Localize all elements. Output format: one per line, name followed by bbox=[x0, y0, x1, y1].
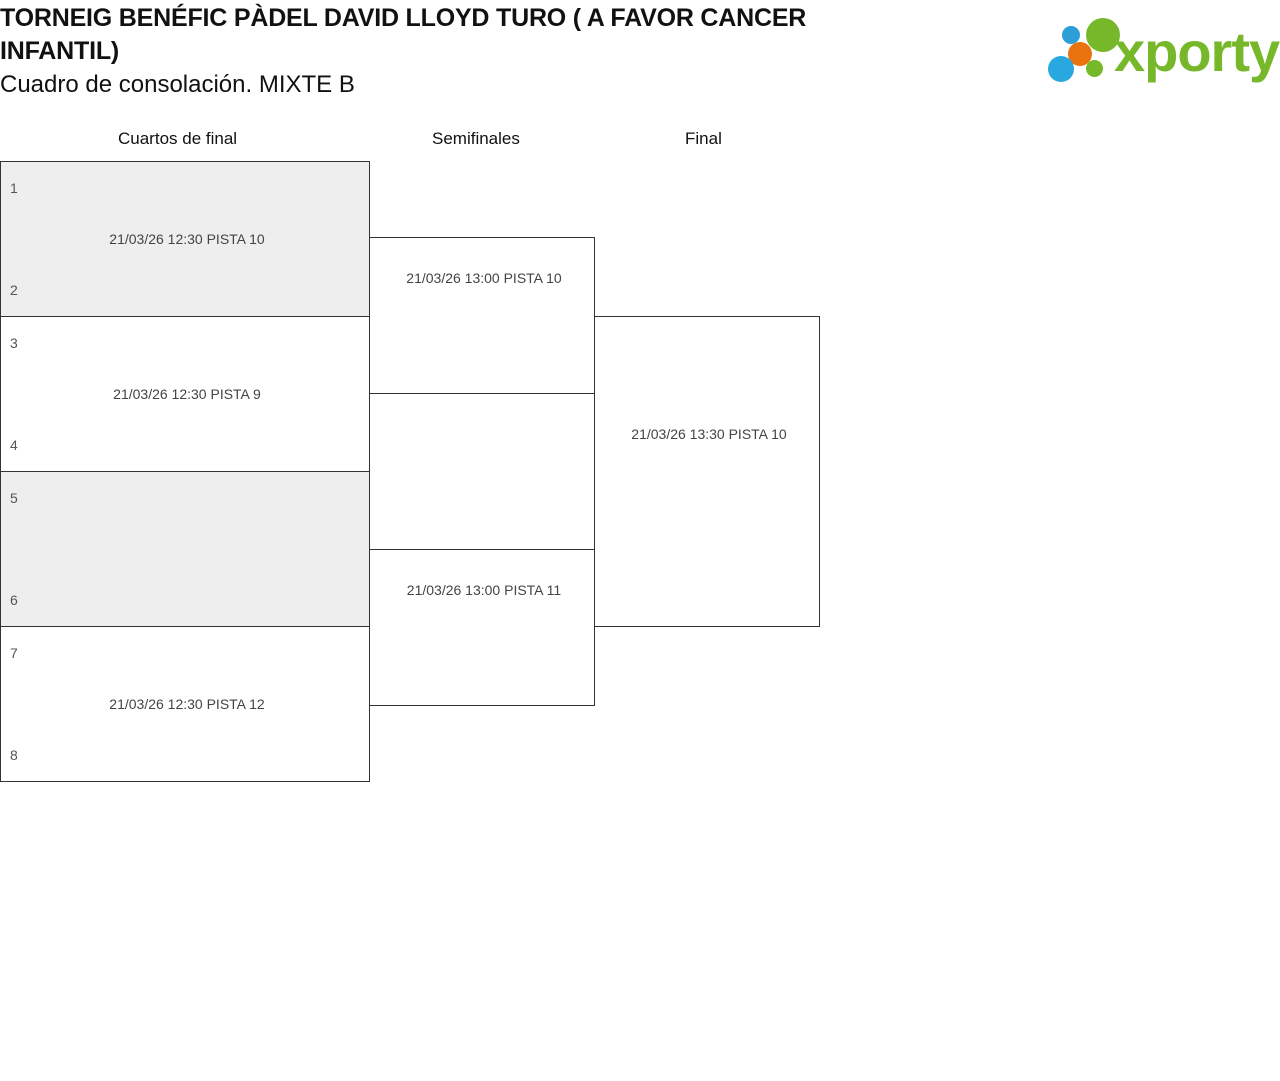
match-schedule: 21/03/26 13:30 PISTA 10 bbox=[631, 426, 787, 442]
match-box-sf-1[interactable]: 21/03/26 13:00 PISTA 10 bbox=[369, 237, 595, 394]
match-schedule: 21/03/26 13:00 PISTA 10 bbox=[406, 270, 562, 286]
seed-label: 1 bbox=[10, 180, 18, 196]
match-box-qf-4[interactable]: 7 8 21/03/26 12:30 PISTA 12 bbox=[0, 626, 370, 782]
tournament-title-line-2: INFANTIL) bbox=[0, 37, 120, 65]
page-header: TORNEIG BENÉFIC PÀDEL DAVID LLOYD TURO (… bbox=[0, 0, 1280, 110]
match-schedule: 21/03/26 13:00 PISTA 11 bbox=[406, 582, 562, 598]
seed-label: 7 bbox=[10, 645, 18, 661]
logo-dot-green-small-icon bbox=[1086, 60, 1103, 77]
seed-label: 3 bbox=[10, 335, 18, 351]
seed-label: 2 bbox=[10, 282, 18, 298]
round-header-quarterfinals: Cuartos de final bbox=[118, 129, 238, 148]
xporty-logo[interactable]: xporty bbox=[1048, 18, 1280, 90]
match-box-qf-2[interactable]: 3 4 21/03/26 12:30 PISTA 9 bbox=[0, 316, 370, 472]
seed-label: 8 bbox=[10, 747, 18, 763]
seed-label: 4 bbox=[10, 437, 18, 453]
match-box-final[interactable]: 21/03/26 13:30 PISTA 10 bbox=[594, 316, 820, 627]
logo-wordmark: xporty bbox=[1114, 20, 1280, 83]
match-schedule: 21/03/26 12:30 PISTA 12 bbox=[109, 696, 265, 712]
match-schedule: 21/03/26 12:30 PISTA 10 bbox=[109, 231, 265, 247]
tournament-subtitle: Cuadro de consolación. MIXTE B bbox=[0, 71, 355, 98]
match-box-qf-1[interactable]: 1 2 21/03/26 12:30 PISTA 10 bbox=[0, 161, 370, 317]
seed-label: 6 bbox=[10, 592, 18, 608]
match-box-qf-3[interactable]: 5 6 bbox=[0, 471, 370, 627]
title-block: TORNEIG BENÉFIC PÀDEL DAVID LLOYD TURO (… bbox=[0, 2, 900, 101]
tournament-title-line-1: TORNEIG BENÉFIC PÀDEL DAVID LLOYD TURO (… bbox=[0, 4, 807, 32]
match-schedule: 21/03/26 12:30 PISTA 9 bbox=[113, 386, 261, 402]
round-header-semifinals: Semifinales bbox=[432, 129, 520, 148]
logo-dot-blue-large-icon bbox=[1048, 56, 1074, 82]
round-header-final: Final bbox=[685, 129, 722, 148]
logo-dots-icon bbox=[1048, 18, 1122, 86]
match-box-sf-2[interactable]: 21/03/26 13:00 PISTA 11 bbox=[369, 549, 595, 706]
logo-dot-green-large-icon bbox=[1086, 18, 1120, 52]
logo-dot-blue-small-icon bbox=[1062, 26, 1080, 44]
seed-label: 5 bbox=[10, 490, 18, 506]
